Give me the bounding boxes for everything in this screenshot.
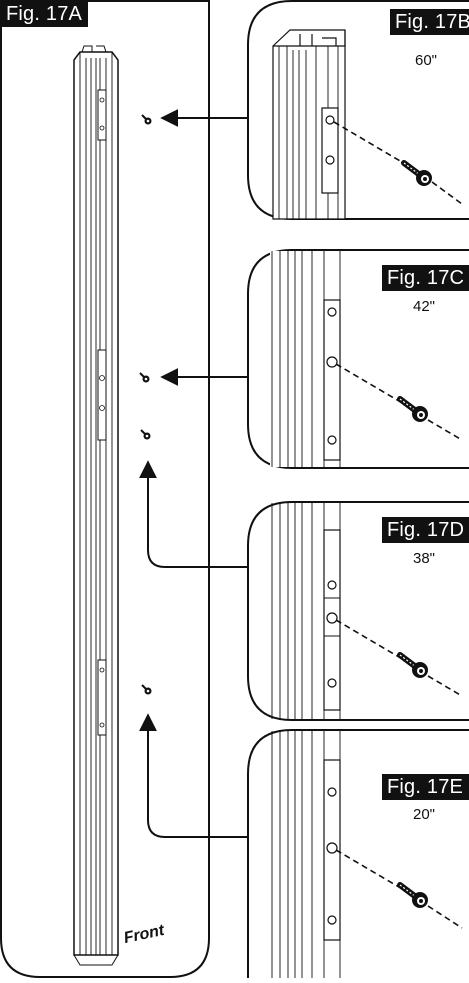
screw-icon [400,885,428,908]
fig-17b-panel [247,0,469,220]
fig-17c-measure: 42" [413,298,436,315]
fig-17d-label: Fig. 17D [382,517,469,543]
fig-17c-panel [247,249,469,469]
fig-17d-panel [247,501,469,721]
fig-17d-measure: 38" [413,550,436,567]
fig-17b-measure: 60" [415,52,438,69]
fig-17a-label: Fig. 17A [1,1,89,27]
fig-17b-label: Fig. 17B [390,9,469,35]
fig-17c-label: Fig. 17C [382,265,469,291]
arrow-icon [139,109,247,838]
upright-rail [73,45,119,966]
fig-17e-measure: 20" [413,806,436,823]
fig-17e-panel [247,729,469,978]
fig-17e-label: Fig. 17E [382,774,469,800]
